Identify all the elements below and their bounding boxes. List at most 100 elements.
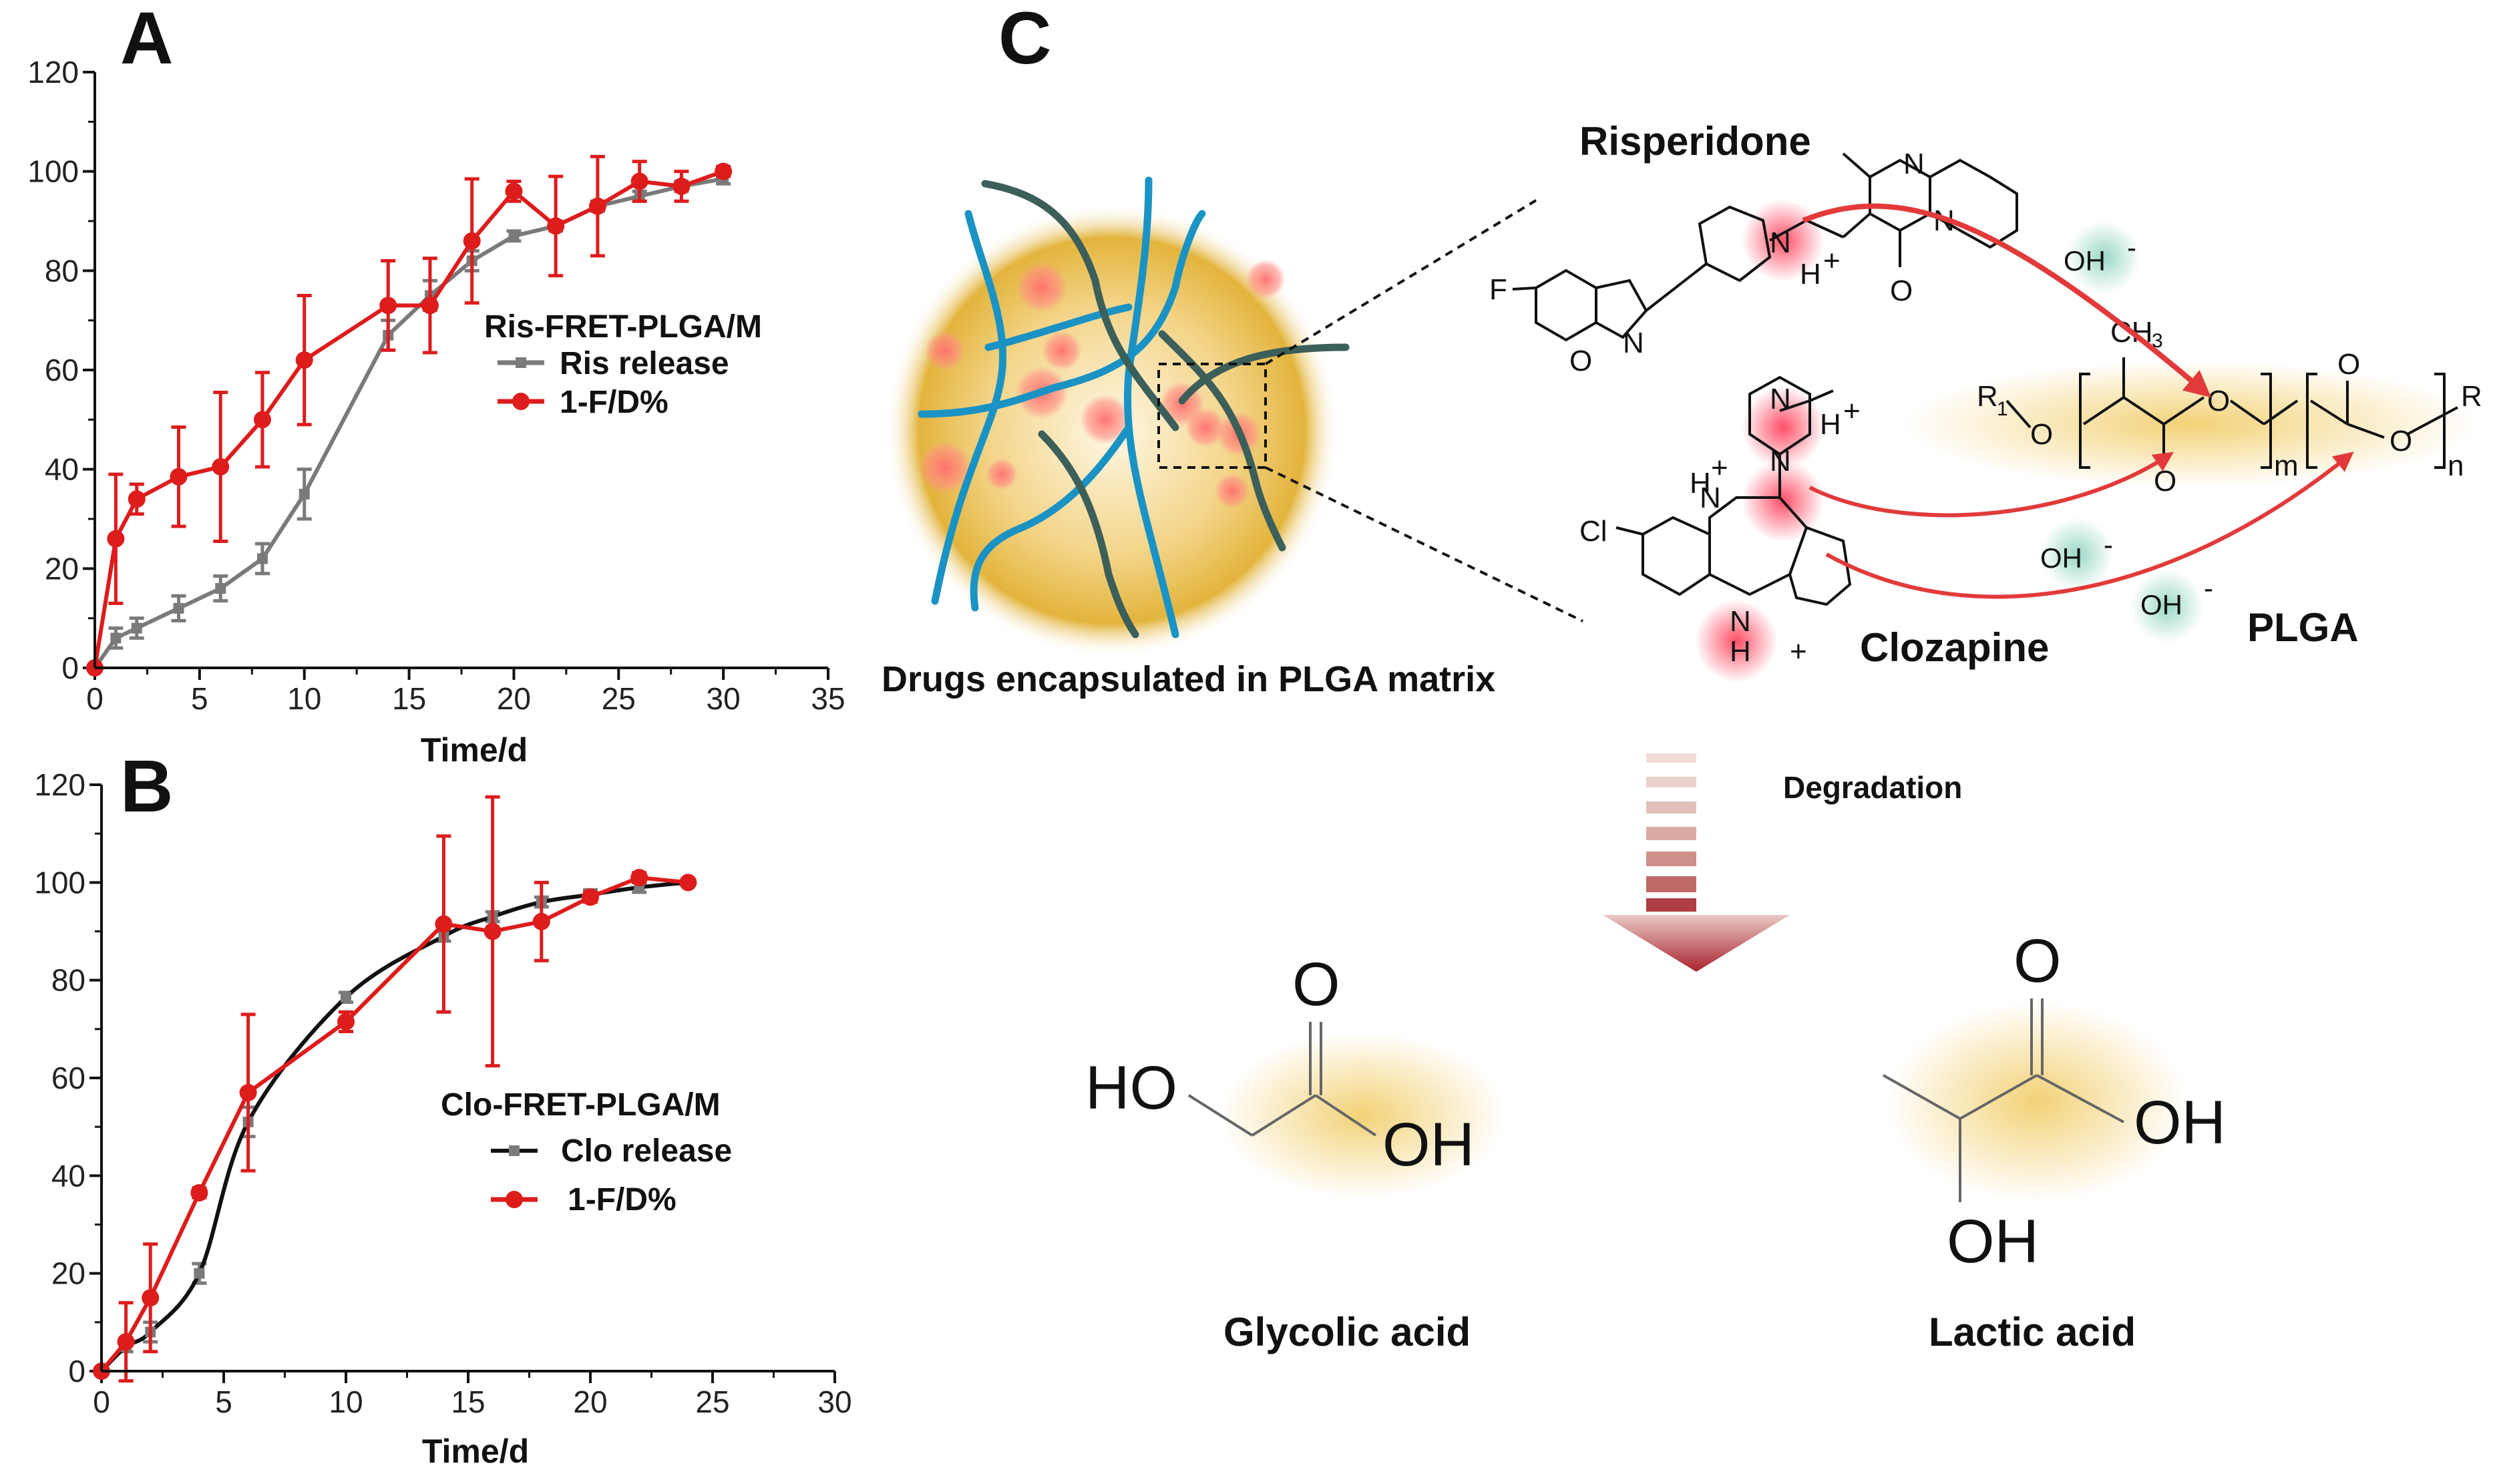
bond	[1959, 1074, 2038, 1120]
zoom-line-top	[1264, 199, 1537, 365]
bond	[2229, 399, 2265, 425]
chart-b-y-tick-label: 120	[34, 767, 85, 802]
lactic-o: O	[2013, 927, 2062, 995]
bracket	[2079, 373, 2090, 469]
atom-n: N	[1700, 482, 1721, 514]
chart-a-series-fd-point	[715, 162, 733, 180]
chart-b-series-fd-point	[582, 888, 599, 906]
attack-arrow	[1825, 451, 2354, 599]
drug-particle	[1215, 474, 1250, 508]
panel-letter-b: B	[120, 745, 173, 827]
chart-a-series-release-point	[299, 488, 310, 500]
plus-sign: +	[1790, 635, 1807, 668]
chart-a-series-fd-point	[630, 172, 648, 190]
bond	[1779, 399, 1810, 412]
drug-particle	[1016, 262, 1067, 313]
chart-a-series-fd-point	[421, 297, 439, 315]
hydroxide-ions: OH - OH - OH -	[2040, 232, 2213, 620]
chart-a-x-tick-label: 25	[602, 681, 636, 716]
plga-microsphere: Drugs encapsulated in PLGA matrix	[882, 176, 1583, 699]
polymer-chains	[918, 176, 1350, 638]
atom-n: N	[1730, 605, 1751, 638]
panel-letter-a: A	[120, 0, 173, 79]
atom-o: O	[2030, 418, 2053, 451]
ch3-sub: 3	[2152, 330, 2163, 352]
atom-o: O	[1890, 274, 1913, 307]
atom-o: O	[2207, 385, 2230, 417]
hydroxide-glow	[2067, 220, 2140, 294]
bond	[2122, 396, 2165, 425]
chart-a-y-tick-label: 40	[45, 452, 79, 487]
attack-arrow	[1802, 203, 2212, 398]
chart-b-legend-marker-clo	[509, 1145, 520, 1156]
subscript-m: m	[2274, 449, 2299, 482]
polymer-chain-blue	[970, 423, 1133, 612]
chart-a-x-tick-label: 15	[392, 681, 426, 716]
microsphere-caption: Drugs encapsulated in PLGA matrix	[882, 659, 1495, 699]
atom-n: N	[1770, 383, 1791, 415]
chart-a-series-release-point	[110, 632, 122, 644]
atom-r: R	[2461, 380, 2482, 413]
chart-b-y-tick-label: 80	[51, 963, 85, 998]
lactic-acid-structure: O OH OH Lactic acid	[1883, 927, 2226, 1354]
hydroxide-glow	[2040, 518, 2114, 591]
chart-a-series-fd-point	[107, 530, 125, 548]
chart-a-legend-title: Ris-FRET-PLGA/M	[484, 309, 762, 345]
chart-b-x-label: Time/d	[422, 1433, 529, 1470]
arrow-stripe	[1646, 801, 1696, 813]
chart-a-series-fd	[86, 154, 733, 677]
chart-b-x-tick-label: 0	[93, 1384, 110, 1419]
bond	[2082, 396, 2125, 425]
atom-n: N	[1770, 445, 1791, 478]
bond	[2005, 399, 2032, 429]
chart-a-legend-marker-fd	[512, 393, 530, 410]
atom-n: N	[1903, 148, 1925, 180]
chart-b-x-tick-label: 20	[573, 1384, 607, 1419]
chart-a-y-tick-label: 80	[45, 253, 79, 288]
chart-b-series-fd-point	[630, 869, 648, 887]
chlorobenzene-ring	[1642, 516, 1711, 596]
drug-particle	[1185, 407, 1225, 447]
chart-a-series-fd-point	[588, 197, 606, 215]
chart-b-y-tick-label: 100	[34, 865, 85, 900]
plga-label: PLGA	[2247, 605, 2359, 650]
chart-a-series-fd-point	[463, 232, 481, 250]
h-plus: H	[1690, 467, 1711, 500]
chart-b-series-release-line	[100, 880, 689, 1373]
chart-b-series-fd-line	[100, 876, 689, 1372]
arrow-stripe	[1646, 777, 1696, 787]
chart-b-y-tick-label: 20	[51, 1256, 85, 1291]
chart-a-series-fd-point	[295, 351, 313, 369]
drug-particle	[925, 331, 965, 371]
chart-a-series-release-line	[93, 176, 724, 669]
chart-a-legend: Ris-FRET-PLGA/M Ris release 1-F/D%	[484, 309, 762, 420]
chart-a-y-tick-label: 0	[61, 651, 79, 685]
schematic-panel-c: C	[882, 0, 2482, 1354]
glycolic-acid-glow	[1219, 1032, 1506, 1199]
bond	[2263, 399, 2299, 425]
bracket	[2306, 373, 2317, 469]
bond	[1187, 1094, 1254, 1137]
chart-a-y-tick-label: 100	[27, 154, 79, 189]
chart-a-x-label: Time/d	[421, 731, 528, 769]
arrow-stripe	[1646, 852, 1696, 866]
bond	[1314, 1094, 1377, 1137]
chart-a-x-tick-label: 20	[497, 681, 531, 716]
bond	[1251, 1094, 1317, 1137]
bond	[2309, 399, 2349, 425]
atom-r1-sub: 1	[1997, 398, 2008, 420]
drug-particle	[918, 441, 972, 494]
chart-a-legend-ris: Ris release	[560, 346, 729, 381]
chart-a-series-release-point	[131, 622, 142, 634]
chart-b-series-fd-point	[532, 912, 550, 930]
glycolic-ho: HO	[1085, 1054, 1177, 1122]
chart-a-series-release-point	[508, 230, 520, 242]
drug-particle	[986, 458, 1018, 490]
chart-b-x-tick-label: 25	[695, 1384, 729, 1419]
chart-a-x-tick-label: 5	[191, 681, 208, 716]
hydroxide-label: OH	[2040, 542, 2082, 574]
atom-o: O	[2337, 348, 2360, 381]
chart-b-series-fd-point	[337, 1012, 355, 1031]
lactic-oh-2: OH	[1947, 1208, 2039, 1276]
